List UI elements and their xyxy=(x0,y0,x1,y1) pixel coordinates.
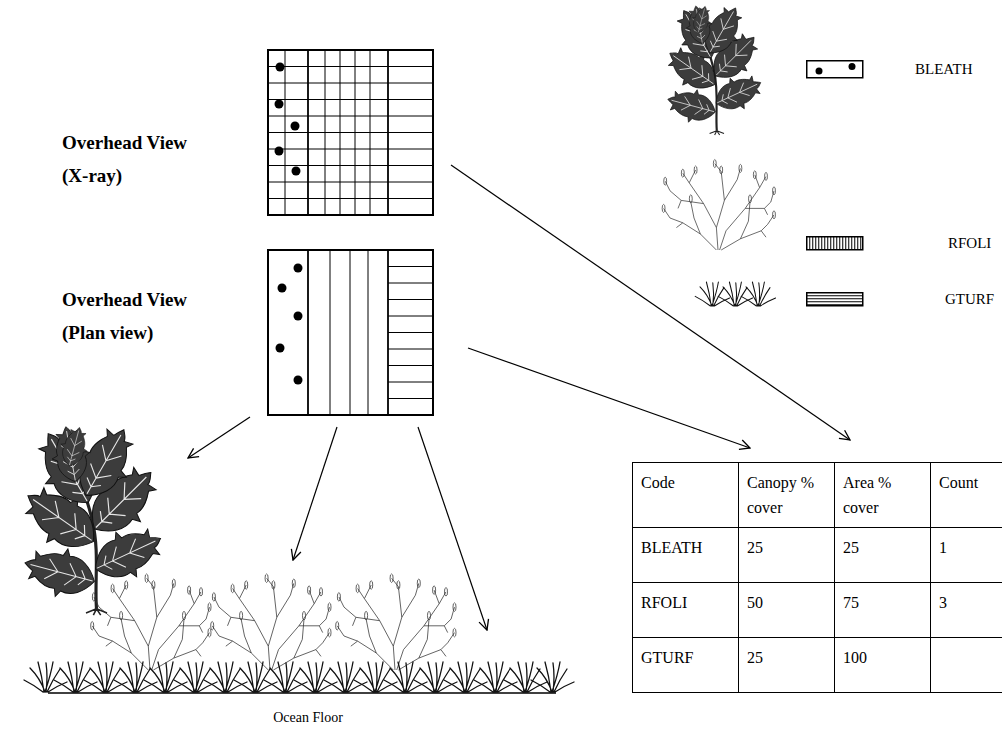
legend-label: GTURF xyxy=(945,289,994,309)
plan-view-grid xyxy=(268,250,433,415)
legend-label: RFOLI xyxy=(948,233,991,253)
view-heading: Overhead View (Plan view) xyxy=(62,283,212,349)
table-cell: 1 xyxy=(931,528,1002,583)
gturf-grass xyxy=(24,662,574,692)
table-cell: RFOLI xyxy=(633,583,739,638)
ocean-floor-line xyxy=(48,692,556,694)
connector-arrow xyxy=(468,348,750,448)
gturf-icon xyxy=(695,282,775,306)
overhead-view-xray-box: Overhead View (X-ray) xyxy=(268,50,433,215)
leader-arrows xyxy=(188,417,487,630)
xray-grid xyxy=(268,50,433,215)
table-header-cell: Canopy % cover xyxy=(739,463,835,528)
legend-item: BLEATH xyxy=(800,60,1002,77)
table-cell: 3 xyxy=(931,583,1002,638)
table-cell: 25 xyxy=(739,638,835,693)
table-header-cell: Area % cover xyxy=(835,463,931,528)
table-cell: 25 xyxy=(835,528,931,583)
bleath-icon xyxy=(659,0,768,135)
rfoli-bushes xyxy=(91,574,456,670)
legend-item: RFOLI xyxy=(800,236,1002,249)
legend-swatch xyxy=(806,60,864,79)
bleath-plant xyxy=(12,417,171,615)
table-cell: 75 xyxy=(835,583,931,638)
legend-label: BLEATH xyxy=(915,59,973,79)
overhead-view-plan-box: Overhead View (Plan view) xyxy=(268,250,433,415)
legend-swatch xyxy=(806,236,864,251)
table-cell: GTURF xyxy=(633,638,739,693)
table-cell: 25 xyxy=(739,528,835,583)
data-table: CodeCanopy % coverArea % coverCountBLEAT… xyxy=(632,462,1002,693)
table-header-cell: Count xyxy=(931,463,1002,528)
legend-swatch xyxy=(806,292,864,307)
table-empty-cell xyxy=(931,638,1002,693)
rfoli-icon xyxy=(662,160,775,250)
connector-arrow xyxy=(451,165,850,440)
table-cell: 100 xyxy=(835,638,931,693)
table-cell: 50 xyxy=(739,583,835,638)
table-cell: BLEATH xyxy=(633,528,739,583)
legend-item: GTURF xyxy=(800,292,1002,305)
table-header-cell: Code xyxy=(633,463,739,528)
caption-label: Ocean Floor xyxy=(273,709,343,727)
view-heading: Overhead View (X-ray) xyxy=(62,126,212,192)
